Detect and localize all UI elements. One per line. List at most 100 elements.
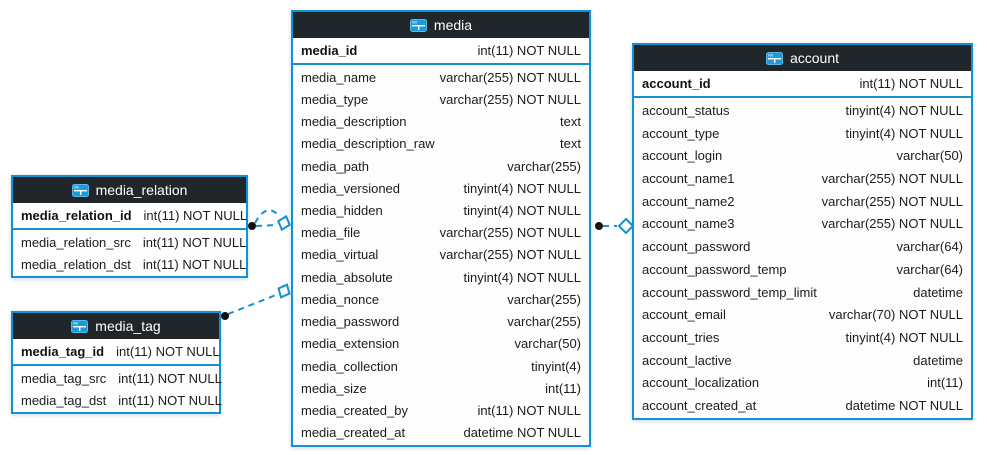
pk-field-type: int(11) NOT NULL bbox=[477, 43, 581, 58]
field-name: account_password bbox=[642, 239, 751, 255]
table-media-tag[interactable]: media_tag media_tag_id int(11) NOT NULL … bbox=[11, 311, 222, 414]
field-name: account_login bbox=[642, 148, 723, 164]
field-name: media_type bbox=[301, 91, 369, 107]
field-name: media_absolute bbox=[301, 269, 393, 285]
pk-field-name: media_tag_id bbox=[21, 344, 105, 359]
field-type: int(11) NOT NULL bbox=[118, 392, 222, 408]
table-title: account bbox=[789, 50, 840, 66]
field-type: datetime bbox=[913, 284, 963, 300]
relation-endpoint-dot bbox=[221, 312, 229, 320]
relation-line[interactable] bbox=[254, 209, 281, 224]
relation-endpoint-diamond bbox=[277, 283, 291, 299]
pk-field-type: int(11) NOT NULL bbox=[143, 208, 248, 223]
table-icon bbox=[71, 183, 89, 197]
field-row: media_tag_src int(11) NOT NULL bbox=[13, 367, 222, 389]
field-type: varchar(50) bbox=[514, 336, 581, 352]
relation-endpoint-diamond bbox=[617, 217, 635, 235]
field-name: media_size bbox=[301, 380, 367, 396]
table-title: media_tag bbox=[95, 318, 161, 334]
field-name: account_created_at bbox=[642, 398, 757, 414]
field-name: account_name3 bbox=[642, 216, 735, 232]
relation-line[interactable] bbox=[227, 294, 277, 315]
field-name: media_relation_src bbox=[21, 234, 131, 250]
field-name: media_description_raw bbox=[301, 136, 435, 152]
field-row: account_name1 varchar(255) NOT NULL bbox=[634, 167, 971, 190]
field-type: tinyint(4) NOT NULL bbox=[845, 102, 963, 118]
field-type: tinyint(4) NOT NULL bbox=[845, 125, 963, 141]
field-name: media_tag_src bbox=[21, 370, 107, 386]
table-account-header[interactable]: account bbox=[634, 45, 971, 71]
table-icon bbox=[765, 51, 783, 65]
field-name: account_lactive bbox=[642, 352, 732, 368]
field-name: media_description bbox=[301, 114, 407, 130]
field-row: account_password_temp_limit datetime bbox=[634, 281, 971, 304]
pk-field-name: account_id bbox=[642, 76, 711, 91]
field-row: media_password varchar(255) bbox=[293, 311, 589, 333]
field-type: varchar(64) bbox=[896, 261, 963, 277]
field-type: int(11) NOT NULL bbox=[477, 403, 581, 419]
field-row: media_type varchar(255) NOT NULL bbox=[293, 88, 589, 110]
field-row: media_versioned tinyint(4) NOT NULL bbox=[293, 177, 589, 199]
field-name: media_password bbox=[301, 314, 400, 330]
field-name: account_status bbox=[642, 102, 730, 118]
field-type: varchar(255) NOT NULL bbox=[821, 193, 963, 209]
field-type: varchar(255) NOT NULL bbox=[821, 171, 963, 187]
pk-field-type: int(11) NOT NULL bbox=[859, 76, 963, 91]
table-media-relation-header[interactable]: media_relation bbox=[13, 177, 246, 203]
field-type: int(11) NOT NULL bbox=[118, 370, 222, 386]
field-type: tinyint(4) NOT NULL bbox=[463, 203, 581, 219]
field-list: account_status tinyint(4) NOT NULL accou… bbox=[634, 98, 971, 418]
field-name: media_path bbox=[301, 158, 369, 174]
field-row: account_login varchar(50) bbox=[634, 144, 971, 167]
table-account[interactable]: account account_id int(11) NOT NULL acco… bbox=[632, 43, 973, 420]
field-type: varchar(255) bbox=[507, 158, 581, 174]
field-type: tinyint(4) NOT NULL bbox=[845, 330, 963, 346]
field-name: account_localization bbox=[642, 375, 760, 391]
field-name: account_name1 bbox=[642, 171, 735, 187]
relation-media_relation-media[interactable] bbox=[248, 209, 292, 232]
table-media-header[interactable]: media bbox=[293, 12, 589, 38]
field-row: media_relation_dst int(11) NOT NULL bbox=[13, 253, 246, 275]
field-type: varchar(64) bbox=[896, 239, 963, 255]
field-row: account_email varchar(70) NOT NULL bbox=[634, 303, 971, 326]
field-type: varchar(255) bbox=[507, 314, 581, 330]
field-name: media_extension bbox=[301, 336, 400, 352]
field-name: media_relation_dst bbox=[21, 256, 131, 272]
field-row: account_status tinyint(4) NOT NULL bbox=[634, 99, 971, 122]
field-row: media_file varchar(255) NOT NULL bbox=[293, 222, 589, 244]
field-type: varchar(255) NOT NULL bbox=[439, 69, 581, 85]
field-type: varchar(50) bbox=[896, 148, 963, 164]
pk-field-name: media_id bbox=[301, 43, 358, 58]
field-list: media_relation_src int(11) NOT NULL medi… bbox=[13, 230, 246, 276]
field-row: media_extension varchar(50) bbox=[293, 333, 589, 355]
field-row: account_name2 varchar(255) NOT NULL bbox=[634, 190, 971, 213]
field-row: media_created_by int(11) NOT NULL bbox=[293, 400, 589, 422]
field-row: media_created_at datetime NOT NULL bbox=[293, 422, 589, 444]
field-name: media_versioned bbox=[301, 180, 401, 196]
field-name: media_hidden bbox=[301, 203, 383, 219]
relation-media-account[interactable] bbox=[595, 217, 635, 235]
table-media-tag-header[interactable]: media_tag bbox=[13, 313, 219, 339]
field-list: media_tag_src int(11) NOT NULL media_tag… bbox=[13, 366, 222, 412]
field-row: media_collection tinyint(4) bbox=[293, 355, 589, 377]
field-row: media_hidden tinyint(4) NOT NULL bbox=[293, 199, 589, 221]
table-icon bbox=[409, 18, 427, 32]
table-media-relation[interactable]: media_relation media_relation_id int(11)… bbox=[11, 175, 248, 278]
field-row: media_size int(11) bbox=[293, 377, 589, 399]
field-name: account_tries bbox=[642, 330, 720, 346]
relation-endpoint-diamond bbox=[277, 214, 291, 232]
field-type: text bbox=[560, 136, 581, 152]
field-type: datetime bbox=[913, 352, 963, 368]
field-name: account_type bbox=[642, 125, 720, 141]
relation-media_tag-media[interactable] bbox=[221, 282, 292, 320]
field-row: account_tries tinyint(4) NOT NULL bbox=[634, 326, 971, 349]
field-row: media_path varchar(255) bbox=[293, 155, 589, 177]
table-media[interactable]: media media_id int(11) NOT NULL media_na… bbox=[291, 10, 591, 447]
relation-line[interactable] bbox=[255, 224, 277, 227]
field-row: account_password_temp varchar(64) bbox=[634, 258, 971, 281]
field-row: media_absolute tinyint(4) NOT NULL bbox=[293, 266, 589, 288]
field-name: media_tag_dst bbox=[21, 392, 107, 408]
field-name: media_nonce bbox=[301, 291, 380, 307]
field-name: media_created_by bbox=[301, 403, 408, 419]
